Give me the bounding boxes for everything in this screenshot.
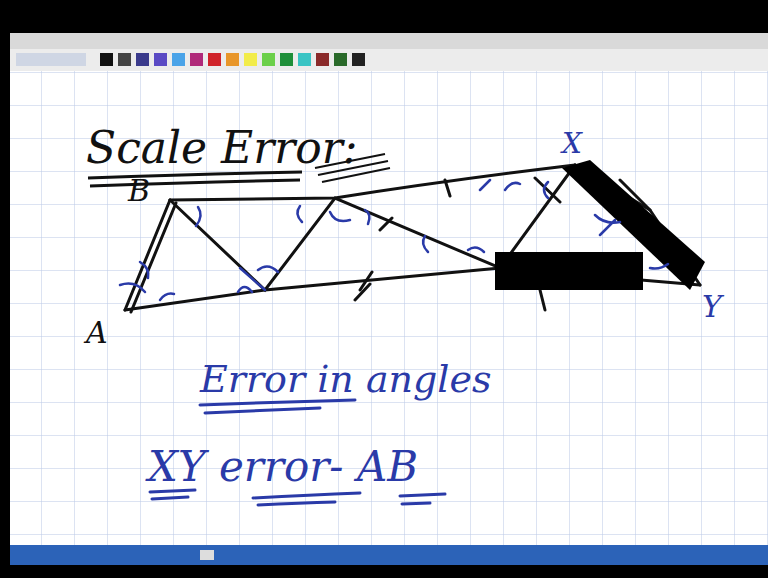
note-text: XY error- AB (148, 446, 418, 488)
note-text: Error in angles (200, 360, 492, 398)
point-label: Y (702, 292, 722, 322)
point-label: B (128, 176, 150, 206)
point-label: A (86, 318, 108, 348)
point-label: X (562, 130, 582, 158)
slide-title: Scale Error: (86, 126, 358, 170)
